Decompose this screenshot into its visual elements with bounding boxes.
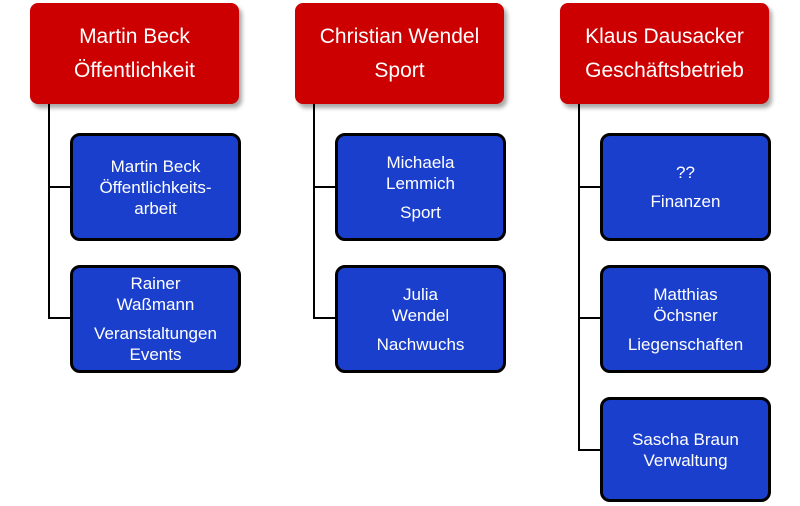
member-box: Rainer Waßmann Veranstaltungen Events [70,265,241,373]
member-box: Julia Wendel Nachwuchs [335,265,506,373]
connector-branch-2-1 [313,186,335,188]
connector-trunk-3 [578,104,580,450]
member-role: Events [129,345,182,364]
head-role: Geschäftsbetrieb [585,58,744,82]
member-role: Verwaltung [643,450,728,470]
member-name: Öffentlichkeits- [99,177,212,197]
department-head-sport: Christian Wendel Sport [295,3,504,104]
connector-branch-1-2 [48,317,70,319]
member-name: Waßmann [116,295,195,314]
connector-trunk-2 [313,104,315,318]
member-box: Sascha Braun Verwaltung [600,397,771,502]
member-role: Finanzen [650,192,721,211]
member-name: Matthias [653,284,718,304]
connector-branch-3-1 [578,186,600,188]
department-head-geschaeftsbetrieb: Klaus Dausacker Geschäftsbetrieb [560,3,769,104]
member-name: Öchsner [653,305,718,325]
member-name: Martin Beck [110,156,201,176]
member-role: Veranstaltungen [94,324,217,343]
member-name: Julia [403,284,438,304]
head-name: Klaus Dausacker [585,24,744,48]
member-name: Wendel [391,305,450,325]
head-name: Martin Beck [79,24,190,48]
member-box: Martin Beck Öffentlichkeits- arbeit [70,133,241,241]
connector-trunk-1 [48,104,50,318]
head-name: Christian Wendel [319,24,480,48]
member-box: ?? Finanzen [600,133,771,241]
connector-branch-2-2 [313,317,335,319]
head-role: Öffentlichkeit [73,58,195,82]
member-name: Michaela [386,152,455,172]
member-role: Liegenschaften [627,334,744,354]
member-name: ?? [676,163,695,182]
member-role: Nachwuchs [376,334,465,354]
member-box: Matthias Öchsner Liegenschaften [600,265,771,373]
member-name: arbeit [134,198,177,218]
connector-branch-3-2 [578,317,600,319]
department-head-oeffentlichkeit: Martin Beck Öffentlichkeit [30,3,239,104]
head-role: Sport [374,58,425,82]
connector-branch-3-3 [578,449,600,451]
member-name: Lemmich [386,173,455,193]
member-role: Sport [400,202,441,222]
member-name: Sascha Braun [632,429,739,449]
connector-branch-1-1 [48,186,70,188]
member-box: Michaela Lemmich Sport [335,133,506,241]
member-name: Rainer [130,274,181,293]
